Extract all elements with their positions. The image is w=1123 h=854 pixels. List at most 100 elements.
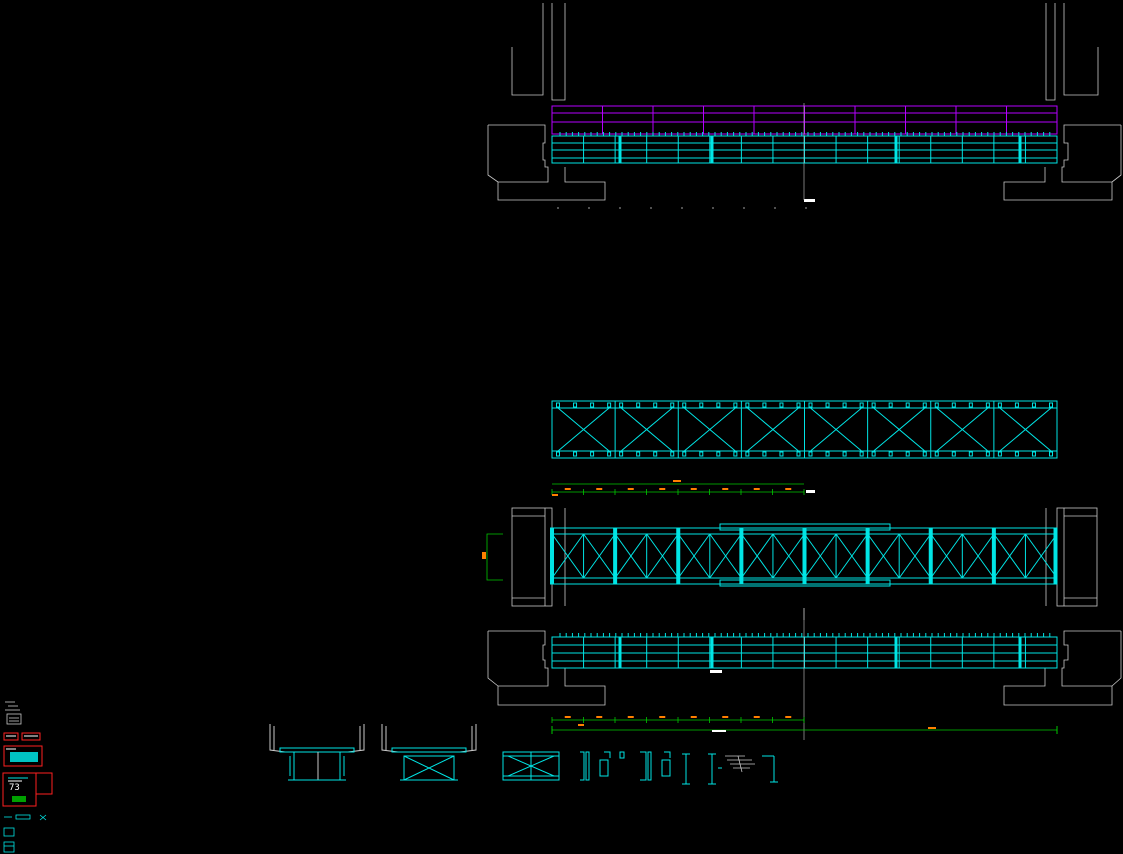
vertical-dimension-left <box>482 533 503 581</box>
plan-diagonal <box>999 407 1052 452</box>
dim-value-mark <box>673 480 681 482</box>
stiffener <box>710 636 714 669</box>
truss-girder-lower <box>551 633 1058 669</box>
plan-connector <box>796 451 801 457</box>
plan-connector <box>745 402 750 408</box>
plan-connector <box>1031 402 1036 408</box>
truss-diagonal <box>835 533 869 579</box>
plan-diagonal <box>747 407 799 452</box>
dimension-chain-lower <box>551 716 1058 734</box>
abutment-right-lower <box>1003 630 1122 706</box>
plan-connector <box>716 451 721 457</box>
truss-diagonal <box>898 533 932 579</box>
dim-value-mark <box>785 716 792 718</box>
plan-connector <box>556 451 560 457</box>
plan-connector <box>934 451 939 457</box>
plan-connector <box>590 451 595 457</box>
dim-value-mark <box>785 488 792 490</box>
plan-connector <box>951 402 956 408</box>
dim-value-mark <box>690 488 697 490</box>
member-details <box>580 751 778 785</box>
plan-connector <box>1014 402 1019 408</box>
plan-connector <box>716 402 721 408</box>
plan-connector <box>619 402 624 408</box>
tick-row-top <box>557 207 807 209</box>
truss-post-heavy <box>613 527 618 585</box>
plan-diagonal <box>620 407 673 452</box>
plan-connector <box>733 402 738 408</box>
plan-connector <box>825 451 830 457</box>
plan-connector <box>842 402 847 408</box>
plan-connector <box>653 451 658 457</box>
truss-post-heavy <box>676 527 681 585</box>
plan-connector <box>1049 402 1053 408</box>
truss-post-heavy <box>1053 527 1058 585</box>
dim-value-mark <box>722 488 729 490</box>
truss-post-heavy <box>865 527 870 585</box>
dim-value-mark <box>564 716 571 718</box>
plan-connector <box>968 402 973 408</box>
plan-connector <box>796 402 801 408</box>
plan-connector <box>985 402 990 408</box>
plan-connector <box>699 402 704 408</box>
truss-diagonal <box>583 533 616 579</box>
truss-diagonal <box>677 533 711 579</box>
cross-section-3 <box>502 751 560 781</box>
stiffener <box>894 135 898 164</box>
dim-value-mark <box>753 716 760 718</box>
plan-connector <box>1049 451 1053 457</box>
plan-connector <box>951 451 956 457</box>
abutment-left-top <box>487 3 606 201</box>
scale-marker-top <box>804 199 815 202</box>
truss-diagonal <box>961 533 995 579</box>
truss-diagonal <box>804 533 837 579</box>
plan-connector <box>859 402 864 408</box>
truss-diagonal <box>993 533 1026 579</box>
plan-connector <box>733 451 738 457</box>
truss-post-heavy <box>991 527 996 585</box>
plan-connector <box>997 451 1002 457</box>
plan-connector <box>1031 451 1036 457</box>
stiffener <box>710 135 714 164</box>
plan-connector <box>825 402 830 408</box>
plan-connector <box>556 402 560 408</box>
plan-connector <box>682 451 687 457</box>
dim-value-mark <box>753 488 760 490</box>
plan-connector <box>997 402 1002 408</box>
plan-connector <box>905 402 910 408</box>
plan-diagonal <box>557 407 610 452</box>
abutment-right-top <box>1003 3 1122 201</box>
plan-connector <box>619 451 624 457</box>
dim-value-mark <box>578 724 584 726</box>
truss-post-heavy <box>928 527 933 585</box>
elevation-view-lower <box>487 608 1122 740</box>
plan-connector <box>573 451 578 457</box>
plan-diagonal <box>810 407 862 452</box>
plan-connector <box>636 402 641 408</box>
dim-value-mark <box>659 716 666 718</box>
dimension-chain-upper <box>551 480 815 496</box>
stiffener <box>1018 636 1022 669</box>
truss-diagonal <box>646 533 679 579</box>
dim-value-mark <box>928 727 936 729</box>
truss-diagonal <box>867 533 900 579</box>
dim-value-mark <box>659 488 666 490</box>
dim-value-mark <box>690 716 697 718</box>
cross-section-2 <box>381 724 477 781</box>
plan-connector <box>762 451 767 457</box>
plan-connector <box>985 451 990 457</box>
plan-connector <box>762 402 767 408</box>
dim-value-mark <box>596 716 603 718</box>
dim-value-mark <box>627 716 634 718</box>
plan-connector <box>779 402 784 408</box>
plan-connector <box>699 451 704 457</box>
dim-value-mark <box>564 488 571 490</box>
plan-connector <box>842 451 847 457</box>
truss-diagonal <box>551 533 584 579</box>
plan-diagonal <box>873 407 926 452</box>
plan-connector <box>859 451 864 457</box>
elevation-view-middle <box>482 507 1098 620</box>
plan-view-bracing <box>551 400 1058 459</box>
plan-connector <box>888 451 893 457</box>
